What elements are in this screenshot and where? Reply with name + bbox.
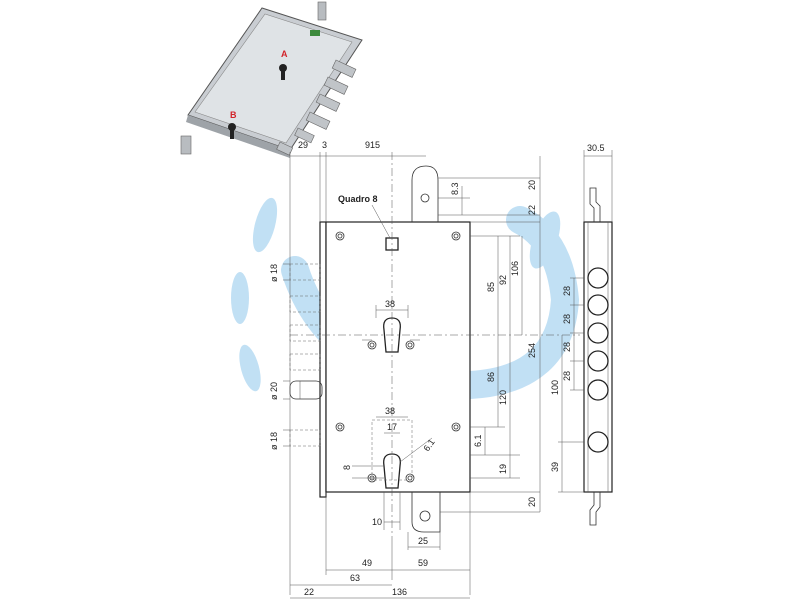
dim-right-106: 106: [510, 261, 520, 276]
dim-cyl-38-top: 38: [385, 299, 395, 309]
dim-right-86: 86: [486, 372, 496, 382]
dim-right-20-top: 20: [527, 180, 537, 190]
dim-side-39: 39: [550, 462, 560, 472]
dim-bottom-59: 59: [418, 558, 428, 568]
dim-top-915: 915: [365, 140, 380, 150]
lock-side-view: [583, 187, 613, 526]
lock-photo-icon: A B: [180, 1, 363, 158]
dim-bottom-63: 63: [350, 573, 360, 583]
dim-right-120: 120: [498, 390, 508, 405]
dim-side-305: 30.5: [587, 143, 605, 153]
lock-body: [325, 221, 471, 493]
dim-bottom-25: 25: [418, 536, 428, 546]
dim-bolt-18-top: ø 18: [269, 264, 279, 282]
dim-bottom-49: 49: [362, 558, 372, 568]
dim-top-3: 3: [322, 140, 327, 150]
dim-cyl-17: 17: [387, 422, 397, 432]
dim-right-92: 92: [498, 275, 508, 285]
dim-top-29: 29: [298, 140, 308, 150]
dim-cyl-8: 8: [342, 465, 352, 470]
dim-side-100: 100: [550, 380, 560, 395]
dim-right-254: 254: [527, 343, 537, 358]
dim-bottom-22: 22: [304, 587, 314, 597]
dim-side-28-b: 28: [562, 314, 572, 324]
photo-label-a: A: [281, 49, 288, 59]
lower-cylinder-hole: [383, 453, 401, 489]
dim-side-28-d: 28: [562, 371, 572, 381]
dim-bottom-136: 136: [392, 587, 407, 597]
dim-bolt-20: ø 20: [269, 382, 279, 400]
dim-side-28-c: 28: [562, 342, 572, 352]
photo-label-b: B: [230, 110, 237, 120]
dim-right-61: 6.1: [473, 434, 483, 447]
dim-right-85: 85: [486, 282, 496, 292]
label-quadro-8: Quadro 8: [338, 194, 378, 204]
dim-bottom-10: 10: [372, 517, 382, 527]
dim-right-83: 8.3: [450, 182, 460, 195]
dim-right-22: 22: [527, 205, 537, 215]
dim-right-19: 19: [498, 464, 508, 474]
upper-cylinder-hole: [383, 317, 401, 353]
dim-right-20-bottom: 20: [527, 497, 537, 507]
dim-cyl-38-bottom: 38: [385, 406, 395, 416]
dim-side-28-a: 28: [562, 286, 572, 296]
dim-bolt-18-bottom: ø 18: [269, 432, 279, 450]
